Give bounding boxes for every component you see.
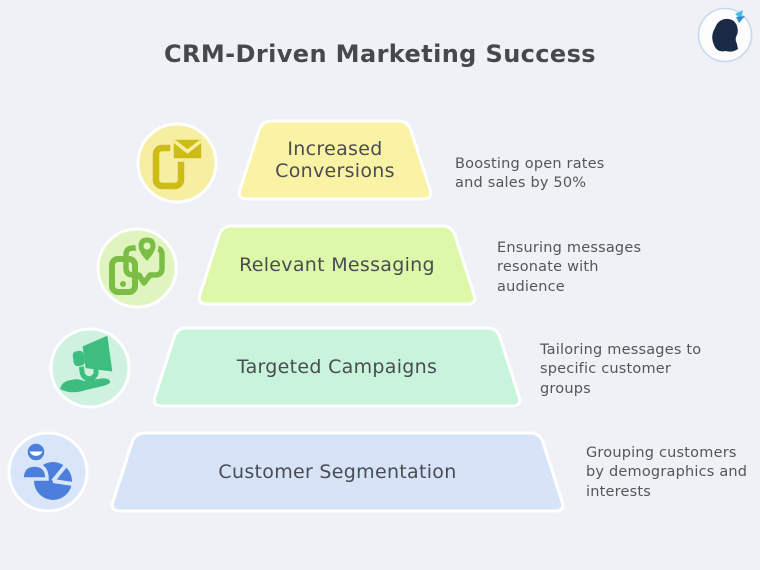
brand-logo — [696, 6, 754, 64]
map-bubble-glyph — [123, 245, 165, 286]
pie-gap — [52, 479, 74, 486]
pyramid-level-4-description: Grouping customers by demographics and i… — [586, 445, 748, 500]
pin-dot — [143, 242, 151, 250]
pie-gap — [51, 463, 68, 483]
megaphone-glyph — [72, 335, 113, 382]
pyramid-level-1-shape — [237, 119, 433, 201]
woman-head-butterfly-icon — [697, 7, 753, 63]
map-location-icon — [96, 227, 178, 309]
person-face — [29, 451, 43, 456]
envelope-flap — [172, 139, 203, 154]
pyramid-level-2-description: Ensuring messages resonate with audience — [497, 240, 642, 295]
pyramid-level-1-description: Boosting open rates and sales by 50% — [455, 156, 605, 192]
person-pie-chart-icon — [7, 431, 89, 513]
megaphone-hand-icon — [49, 327, 131, 409]
pyramid-level-2-shape — [197, 224, 477, 306]
pyramid-level-3-description: Tailoring messages to specific customer … — [540, 342, 702, 397]
open-hand-glyph — [60, 378, 111, 393]
pyramid-level-3-label: Targeted Campaigns — [236, 356, 438, 378]
pyramid-level-4-shape — [110, 431, 565, 513]
pyramid-level-2-label: Relevant Messaging — [239, 254, 435, 276]
pyramid-level-3-shape — [152, 326, 522, 408]
phone-dot — [120, 281, 126, 287]
phone-email-icon — [136, 122, 218, 204]
phone-glyph — [152, 144, 185, 190]
page-title: CRM-Driven Marketing Success — [164, 40, 596, 68]
person-shoulders-glyph — [20, 463, 49, 481]
pyramid-level-1-label: Increased Conversions — [275, 138, 395, 182]
pyramid-level-4-label: Customer Segmentation — [218, 461, 457, 483]
